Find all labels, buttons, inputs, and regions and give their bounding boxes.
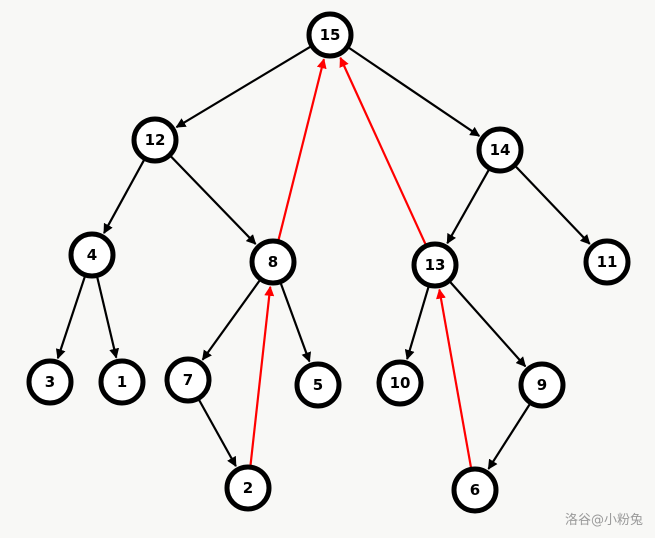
tree-edge-13-9 <box>449 281 527 368</box>
node-label: 1 <box>117 373 127 391</box>
node-circle <box>224 464 272 512</box>
node-9: 9 <box>518 361 566 409</box>
node-8: 8 <box>249 238 297 286</box>
node-5: 5 <box>294 361 342 409</box>
node-circle <box>98 358 146 406</box>
node-label: 8 <box>268 253 278 271</box>
node-label: 7 <box>183 371 193 389</box>
tree-edge-13-10 <box>404 286 430 360</box>
tree-edge-4-3 <box>55 276 86 360</box>
tree-edge-7-2 <box>198 399 237 468</box>
node-circle <box>68 231 116 279</box>
node-label: 12 <box>145 131 166 149</box>
node-label: 6 <box>470 481 480 499</box>
tree-edge-8-5 <box>279 283 312 363</box>
node-1: 1 <box>98 358 146 406</box>
node-label: 2 <box>243 479 253 497</box>
node-15: 15 <box>306 11 354 59</box>
node-circle <box>376 359 424 407</box>
node-circle <box>294 361 342 409</box>
tree-edge-12-4 <box>103 159 145 234</box>
node-circle <box>131 116 179 164</box>
watermark: 洛谷@小粉兔 <box>564 513 643 528</box>
tree-edge-14-11 <box>515 165 591 245</box>
node-label: 14 <box>490 141 511 159</box>
node-circle <box>518 361 566 409</box>
node-label: 3 <box>45 373 55 391</box>
node-10: 10 <box>376 359 424 407</box>
node-label: 4 <box>87 246 97 264</box>
highlight-edge-8-15 <box>277 58 327 240</box>
node-3: 3 <box>26 358 74 406</box>
node-14: 14 <box>476 126 524 174</box>
node-circle <box>306 11 354 59</box>
node-circle <box>451 466 499 514</box>
node-circle <box>249 238 297 286</box>
tree-edge-15-14 <box>348 46 481 137</box>
highlight-edge-13-15 <box>339 56 427 245</box>
highlight-edge-6-13 <box>436 288 473 468</box>
node-12: 12 <box>131 116 179 164</box>
highlight-edge-2-8 <box>249 285 275 466</box>
tree-edge-15-12 <box>175 45 311 129</box>
node-label: 9 <box>537 376 547 394</box>
node-13: 13 <box>411 241 459 289</box>
node-circle <box>583 238 631 286</box>
node-label: 13 <box>425 256 446 274</box>
node-label: 11 <box>597 253 618 271</box>
node-2: 2 <box>224 464 272 512</box>
tree-edge-14-13 <box>446 169 490 245</box>
node-11: 11 <box>583 238 631 286</box>
tree-edge-8-7 <box>201 280 261 361</box>
node-7: 7 <box>164 356 212 404</box>
tree-edge-4-1 <box>96 277 120 359</box>
node-label: 10 <box>390 374 411 392</box>
node-4: 4 <box>68 231 116 279</box>
node-label: 15 <box>320 26 341 44</box>
node-circle <box>26 358 74 406</box>
tree-edge-9-6 <box>487 403 531 470</box>
node-circle <box>164 356 212 404</box>
node-6: 6 <box>451 466 499 514</box>
node-label: 5 <box>313 376 323 394</box>
tree-edge-12-8 <box>170 155 257 245</box>
node-circle <box>411 241 459 289</box>
node-circle <box>476 126 524 174</box>
